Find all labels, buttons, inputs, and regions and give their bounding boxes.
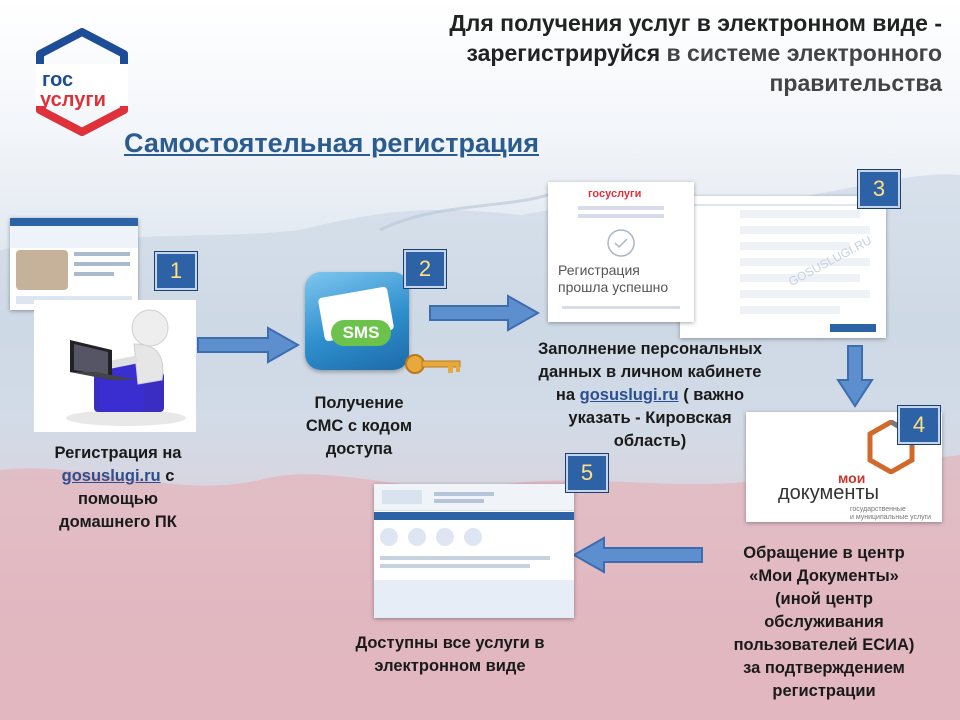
step-4-caption-line2: «Мои Документы» <box>749 567 899 585</box>
step-2-caption-line3: доступа <box>325 440 393 458</box>
step-4-caption-line6: за подтверждением <box>743 659 905 677</box>
step-1-caption-line3: помощью <box>77 490 159 508</box>
sms-label: SMS <box>331 320 391 346</box>
step-4-badge: 4 <box>898 406 940 444</box>
step-4-caption-line1: Обращение в центр <box>743 544 905 562</box>
section-subtitle: Самостоятельная регистрация <box>124 128 539 158</box>
title-line2: зарегистрируйся в системе электронного <box>302 38 942 68</box>
gosuslugi-link[interactable]: gosuslugi.ru <box>61 467 161 485</box>
registration-success-screenshot: госуслуги Регистрация прошла успешно <box>548 182 694 322</box>
moi-line1: мои <box>838 470 866 486</box>
gosuslugi-site-thumbnail <box>10 218 138 310</box>
step-3-caption-line2: данных в личном кабинете <box>538 363 762 381</box>
arrow-right-icon <box>197 326 300 364</box>
step-4-caption-line5: пользователей ЕСИА) <box>733 636 915 654</box>
reg-success-text: Регистрация прошла успешно <box>558 262 669 295</box>
checkmark-icon <box>607 229 635 257</box>
step-2-badge: 2 <box>404 250 446 288</box>
arrow-right-icon <box>429 294 540 332</box>
step-1-caption-tail: с <box>160 467 175 485</box>
step-2-caption-line2: СМС с кодом <box>305 417 413 435</box>
moi-line2: документы <box>778 482 879 504</box>
arrow-down-icon <box>836 345 874 408</box>
personal-data-form-screenshot: GOSUSLUGI.RU <box>680 196 886 338</box>
title-line3: правительства <box>769 70 943 96</box>
page-title: Для получения услуг в электронном виде -… <box>302 8 942 98</box>
title-emphasis: зарегистрируйся <box>466 40 661 66</box>
step-3-badge: 3 <box>858 170 900 208</box>
step-3-caption: Заполнение персональных данных в личном … <box>500 338 800 453</box>
step-4-caption-line3: (иной центр <box>775 590 873 608</box>
step-3-caption-post: ( важно <box>678 386 745 404</box>
step-4-caption-line4: обслуживания <box>764 613 884 631</box>
gosuslugi-link[interactable]: gosuslugi.ru <box>579 386 679 404</box>
key-icon <box>405 354 461 374</box>
person-at-laptop-icon <box>34 300 196 432</box>
step-1-caption-line1: Регистрация на <box>54 444 182 462</box>
title-line2-rest: в системе электронного <box>660 40 942 66</box>
step-3-caption-line4: указать - Кировская <box>568 409 732 427</box>
title-line1: Для получения услуг в электронном виде - <box>449 10 942 36</box>
logo-line1: гос <box>42 69 73 91</box>
logo-line2: услуги <box>40 89 106 111</box>
step-5-caption-line2: электронном виде <box>374 657 526 675</box>
gosuslugi-portal-screenshot <box>374 484 574 618</box>
arrow-left-icon <box>572 536 703 574</box>
step-1-badge: 1 <box>155 252 197 290</box>
step-5-caption: Доступны все услуги в электронном виде <box>320 632 580 678</box>
step-2-caption: Получение СМС с кодом доступа <box>284 392 434 461</box>
step-1-caption: Регистрация на gosuslugi.ru с помощью до… <box>34 442 202 534</box>
step-5-caption-line1: Доступны все услуги в <box>355 634 545 652</box>
step-3-caption-line1: Заполнение персональных <box>537 340 763 358</box>
step-4-caption: Обращение в центр «Мои Документы» (иной … <box>706 542 942 703</box>
step-3-caption-line5: область) <box>613 432 687 450</box>
gosuslugi-logo: гос услуги <box>36 28 128 136</box>
sms-app-icon: SMS <box>305 272 409 370</box>
step-5-badge: 5 <box>566 454 608 492</box>
step-3-caption-pre: на <box>555 386 580 404</box>
step-2-caption-line1: Получение <box>314 394 404 412</box>
reg-logo: госуслуги <box>588 188 642 200</box>
step-1-caption-line4: домашнего ПК <box>59 513 177 531</box>
step-4-caption-line7: регистрации <box>772 682 876 700</box>
